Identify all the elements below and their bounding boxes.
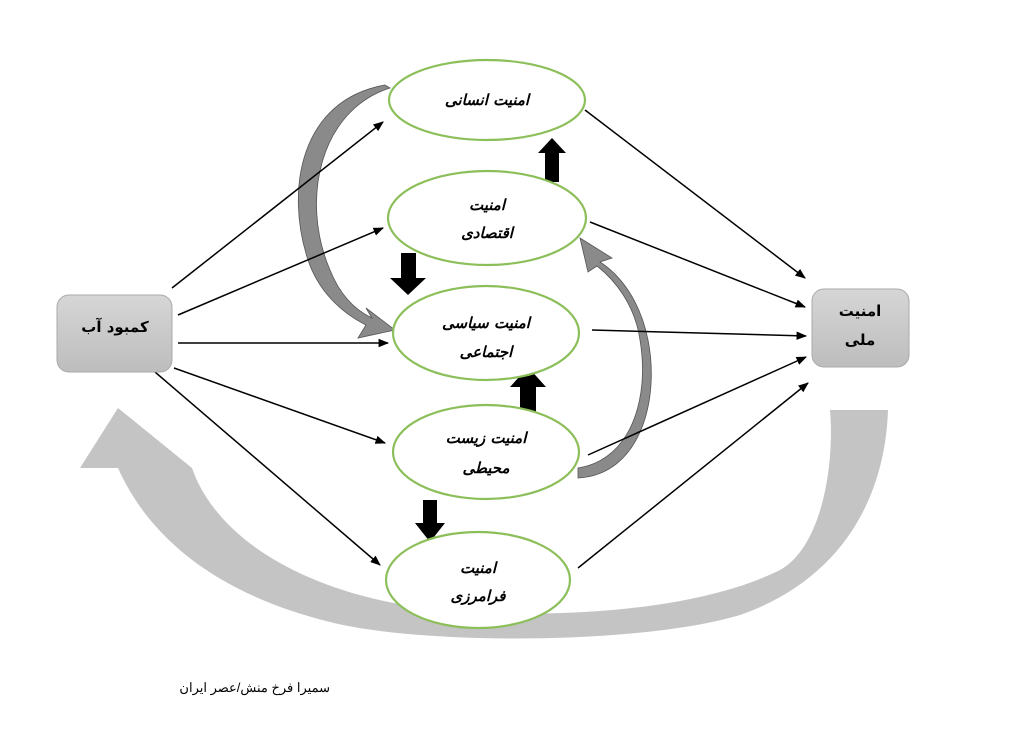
label-national-security-2: ملی xyxy=(845,331,876,349)
label-economic-security-1: امنیت xyxy=(469,196,507,214)
label-political-social-1: امنیت سیاسی xyxy=(442,314,532,332)
feedback-big-arrow-head xyxy=(80,408,192,468)
connector-lines xyxy=(154,109,809,569)
block-arrow-economic-to-human xyxy=(538,138,566,182)
ellipse-human-security xyxy=(387,58,587,142)
line-water-transboundary xyxy=(154,371,381,566)
block-arrow-environmental-to-transboundary xyxy=(415,500,445,542)
ellipse-economic-security xyxy=(386,169,588,267)
label-water-shortage: كمبود آب xyxy=(81,318,149,336)
ellipse-environmental-security xyxy=(391,403,581,501)
curved-arrow-left xyxy=(297,84,396,339)
line-transboundary-national xyxy=(577,382,809,569)
block-arrow-environmental-to-political xyxy=(510,367,546,413)
label-transboundary-2: فرامرزی xyxy=(451,587,507,605)
line-human-national xyxy=(584,109,806,279)
box-water-shortage xyxy=(56,294,173,373)
line-water-economic xyxy=(177,227,384,316)
block-arrow-economic-to-political xyxy=(390,253,426,295)
label-economic-security-2: اقتصادی xyxy=(461,224,515,242)
block-arrows xyxy=(390,138,566,542)
line-water-human xyxy=(171,121,384,289)
label-transboundary-1: امنیت xyxy=(460,559,498,577)
ellipse-political-social-security xyxy=(391,284,581,382)
ellipse-transboundary-security xyxy=(384,530,572,630)
feedback-big-arrow xyxy=(118,410,888,639)
line-environmental-national xyxy=(587,356,807,456)
author-credit: سمیرا فرخ منش/عصر ایران xyxy=(179,680,330,695)
box-national-security xyxy=(811,288,910,368)
label-human-security: امنیت انسانی xyxy=(445,91,531,109)
line-political-national xyxy=(591,329,808,340)
label-environmental-2: محیطی xyxy=(462,459,509,477)
line-water-environmental xyxy=(173,367,386,444)
line-economic-national xyxy=(589,221,806,308)
curved-arrow-right xyxy=(577,237,652,479)
label-political-social-2: اجتماعی xyxy=(460,343,514,361)
label-environmental-1: امنیت زیست xyxy=(446,429,529,447)
label-national-security-1: امنیت xyxy=(839,302,882,320)
